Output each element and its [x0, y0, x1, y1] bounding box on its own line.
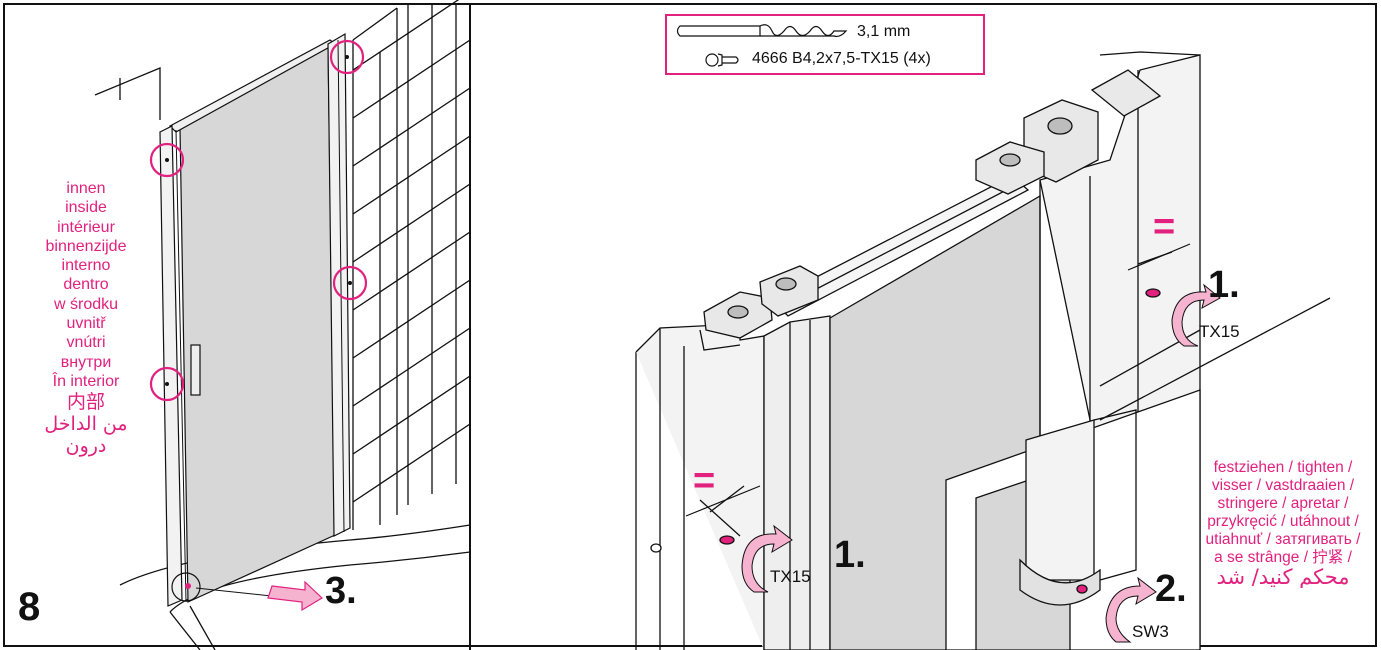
figure-border [3, 3, 1377, 647]
inside-label: uvnitř [66, 315, 106, 333]
inside-label: 内部 [66, 391, 105, 414]
tighten-label: a se strânge / 拧紧 / [1214, 549, 1352, 566]
measure-arrows [685, 243, 1191, 517]
tool-label: SW3 [1132, 622, 1169, 641]
inside-labels: innen inside intérieur binnenzijde inter… [22, 179, 150, 457]
inside-label: من الداخل [44, 413, 128, 436]
rotation-arrows [741, 283, 1221, 643]
tighten-label: utiahnuť / затягивать / [1205, 531, 1361, 548]
equal-sign: = [1153, 206, 1176, 248]
inside-label: внутри [60, 353, 112, 371]
inside-label: interno [61, 257, 111, 275]
wall-corner [94, 67, 161, 120]
drill-size: 3,1 mm [857, 23, 911, 40]
rotate-arrow-icon [1171, 283, 1221, 347]
sub-step-3: 3. [325, 570, 357, 612]
sub-step-2: 2. [1155, 568, 1187, 610]
screw-icon [705, 53, 739, 67]
inside-label: În interior [52, 372, 120, 390]
inside-label: vnútri [66, 334, 106, 352]
door-handle [190, 344, 201, 396]
tighten-label: festziehen / tighten / [1213, 459, 1353, 476]
screw-point-circle [329, 39, 365, 75]
shower-tray-edge [119, 524, 471, 586]
inside-label: intérieur [57, 218, 115, 236]
tighten-labels: festziehen / tighten / visser / vastdraa… [1190, 459, 1376, 588]
tool-label: TX15 [770, 567, 811, 586]
tighten-label: stringere / apretar / [1217, 495, 1349, 512]
tighten-label: visser / vastdraaien / [1211, 477, 1355, 494]
wall-tiles [352, 0, 471, 530]
inside-label: درون [65, 435, 107, 458]
inside-label: inside [65, 199, 107, 217]
bottom-hinge-inset [945, 389, 1201, 650]
inside-label: dentro [63, 276, 109, 294]
door-glass [179, 44, 336, 603]
step-number: 8 [18, 585, 41, 629]
drill-bit-icon [676, 24, 848, 38]
push-arrow [267, 580, 323, 612]
screw-point-circle [149, 366, 185, 402]
screw-point-circle [332, 265, 368, 301]
inside-label: innen [66, 180, 106, 197]
screw-spec: 4666 B4,2x7,5-TX15 (4x) [752, 50, 931, 67]
tool-label: TX15 [1199, 322, 1240, 341]
equal-sign: = [693, 460, 716, 502]
hardware-box [665, 14, 985, 75]
inside-label: binnenzijde [45, 237, 127, 255]
screw-point-circle [149, 142, 185, 178]
tighten-label: przykręcić / utáhnout / [1207, 513, 1359, 530]
detail-circle [171, 572, 201, 602]
inside-label: w środku [53, 295, 119, 313]
door-overview-drawing [94, 0, 471, 650]
sub-step-1: 1. [834, 534, 866, 576]
sub-step-1: 1. [1208, 264, 1240, 306]
rotate-arrow-icon [1105, 576, 1157, 643]
rotate-arrow-icon [741, 524, 793, 593]
hinge-profile [159, 125, 183, 607]
wall-profile [327, 32, 351, 537]
tighten-label: محکم کنید/ شد [1216, 565, 1350, 588]
